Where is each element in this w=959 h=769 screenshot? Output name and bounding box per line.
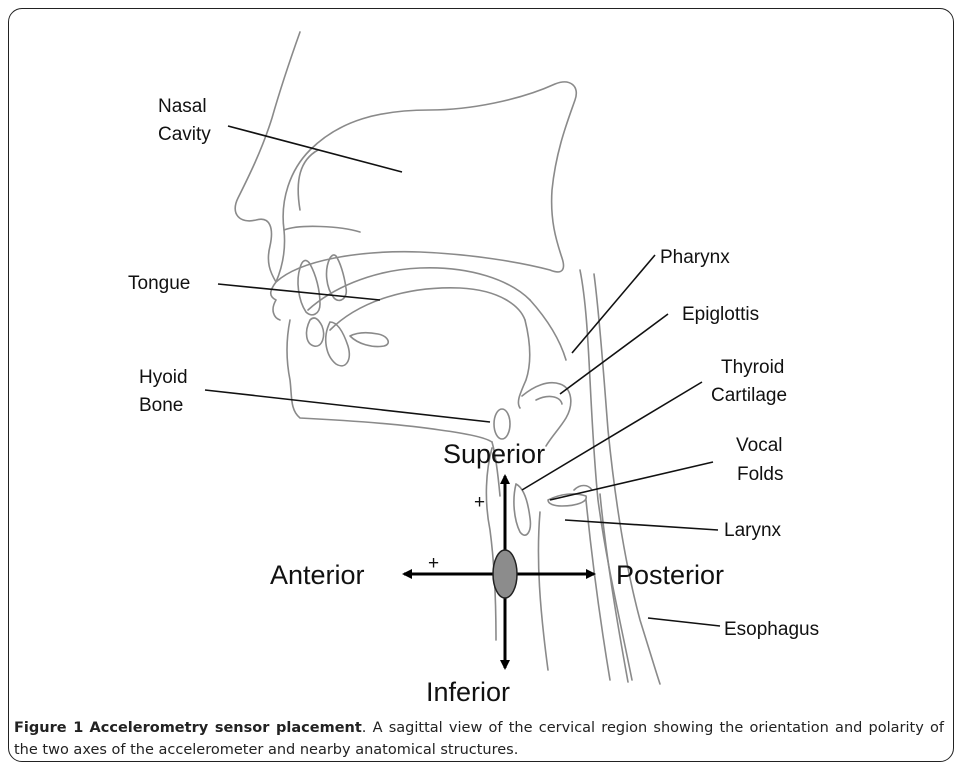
leader-tongue [218,284,380,300]
axis-label-posterior: Posterior [616,560,724,590]
accelerometer-sensor [493,550,517,598]
label-nasal-cavity-line1: Nasal [158,96,207,117]
leader-epiglottis [560,314,668,394]
axis-label-superior: Superior [443,439,545,469]
plus-sign-vertical: + [474,492,485,513]
leader-lines [205,126,720,626]
axis-label-anterior: Anterior [270,560,365,590]
leader-hyoid-bone [205,390,490,422]
label-epiglottis: Epiglottis [682,304,759,325]
label-nasal-cavity-line2: Cavity [158,124,211,145]
caption-title: Accelerometry sensor placement [90,720,362,736]
axis-label-inferior: Inferior [426,677,510,707]
label-hyoid-bone-line1: Hyoid [139,367,188,388]
label-larynx: Larynx [724,520,782,541]
label-tongue: Tongue [128,273,190,294]
anatomy-labels: Nasal Cavity Tongue Hyoid Bone Pharynx E… [128,96,819,640]
figure-caption: Figure 1 Accelerometry sensor placement.… [14,717,944,761]
plus-sign-horizontal: + [428,553,439,574]
label-thyroid-cartilage-line1: Thyroid [721,357,784,378]
label-hyoid-bone-line2: Bone [139,395,183,416]
label-vocal-folds-line1: Vocal [736,435,782,456]
label-thyroid-cartilage-line2: Cartilage [711,385,787,406]
label-vocal-folds-line2: Folds [737,464,783,485]
label-pharynx: Pharynx [660,247,730,268]
leader-thyroid-cartilage [522,382,702,490]
leader-vocal-folds [550,462,713,500]
caption-label: Figure 1 [14,720,83,736]
accelerometer-axes: + + Superior Inferior Anterior Posterior [270,439,724,707]
label-esophagus: Esophagus [724,619,819,640]
leader-esophagus [648,618,720,626]
